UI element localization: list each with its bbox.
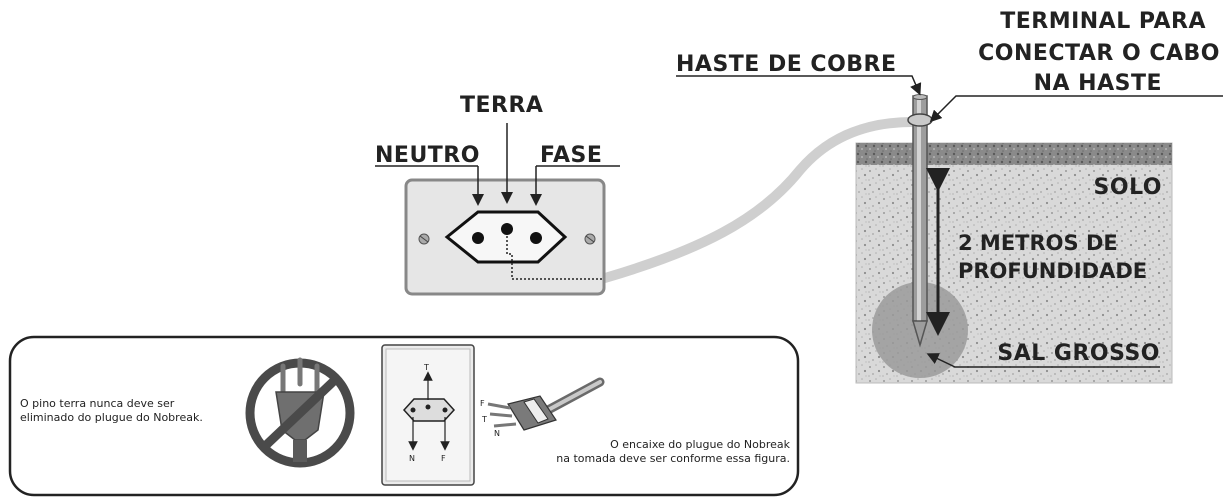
socket-outline (444, 210, 568, 264)
copper-rod (907, 94, 933, 348)
phase-hole (530, 232, 542, 244)
plug-letter-n: N (494, 429, 500, 438)
plug-letter-t: T (481, 415, 487, 424)
label-haste: HASTE DE COBRE (676, 52, 897, 77)
label-fase: FASE (540, 143, 602, 168)
socket-orientation-figure: T N F (381, 344, 475, 486)
ground-hole (501, 223, 513, 235)
label-neutro: NEUTRO (375, 143, 480, 168)
note-pino-2: eliminado do plugue do Nobreak. (20, 411, 203, 424)
label-metros-2: PROFUNDIDADE (958, 259, 1147, 283)
label-terminal-2: CONECTAR O CABO (978, 41, 1220, 66)
ground-wire-dotted (506, 236, 604, 280)
label-terminal-3: NA HASTE (1034, 71, 1162, 96)
plug-illustration: F T N (480, 377, 605, 438)
note-encaixe-2: na tomada deve ser conforme essa figura. (556, 452, 790, 465)
ground-cable (600, 117, 917, 283)
label-terra: TERRA (460, 93, 543, 118)
label-metros-1: 2 METROS DE (958, 231, 1118, 255)
socket-letter-f: F (441, 454, 446, 463)
no-plug-icon (245, 357, 355, 468)
note-encaixe-1: O encaixe do plugue do Nobreak (610, 438, 791, 451)
note-pino-1: O pino terra nunca deve ser (20, 397, 175, 410)
soil-block (855, 142, 1173, 384)
socket-letter-t: T (423, 363, 429, 372)
label-solo: SOLO (1094, 175, 1162, 200)
rod-clamp (907, 113, 933, 127)
wall-socket (404, 178, 606, 296)
label-sal: SAL GROSSO (997, 341, 1160, 366)
neutral-hole (472, 232, 484, 244)
plug-letter-f: F (480, 399, 485, 408)
socket-letter-n: N (409, 454, 415, 463)
label-terminal-1: TERMINAL PARA (1000, 9, 1206, 34)
